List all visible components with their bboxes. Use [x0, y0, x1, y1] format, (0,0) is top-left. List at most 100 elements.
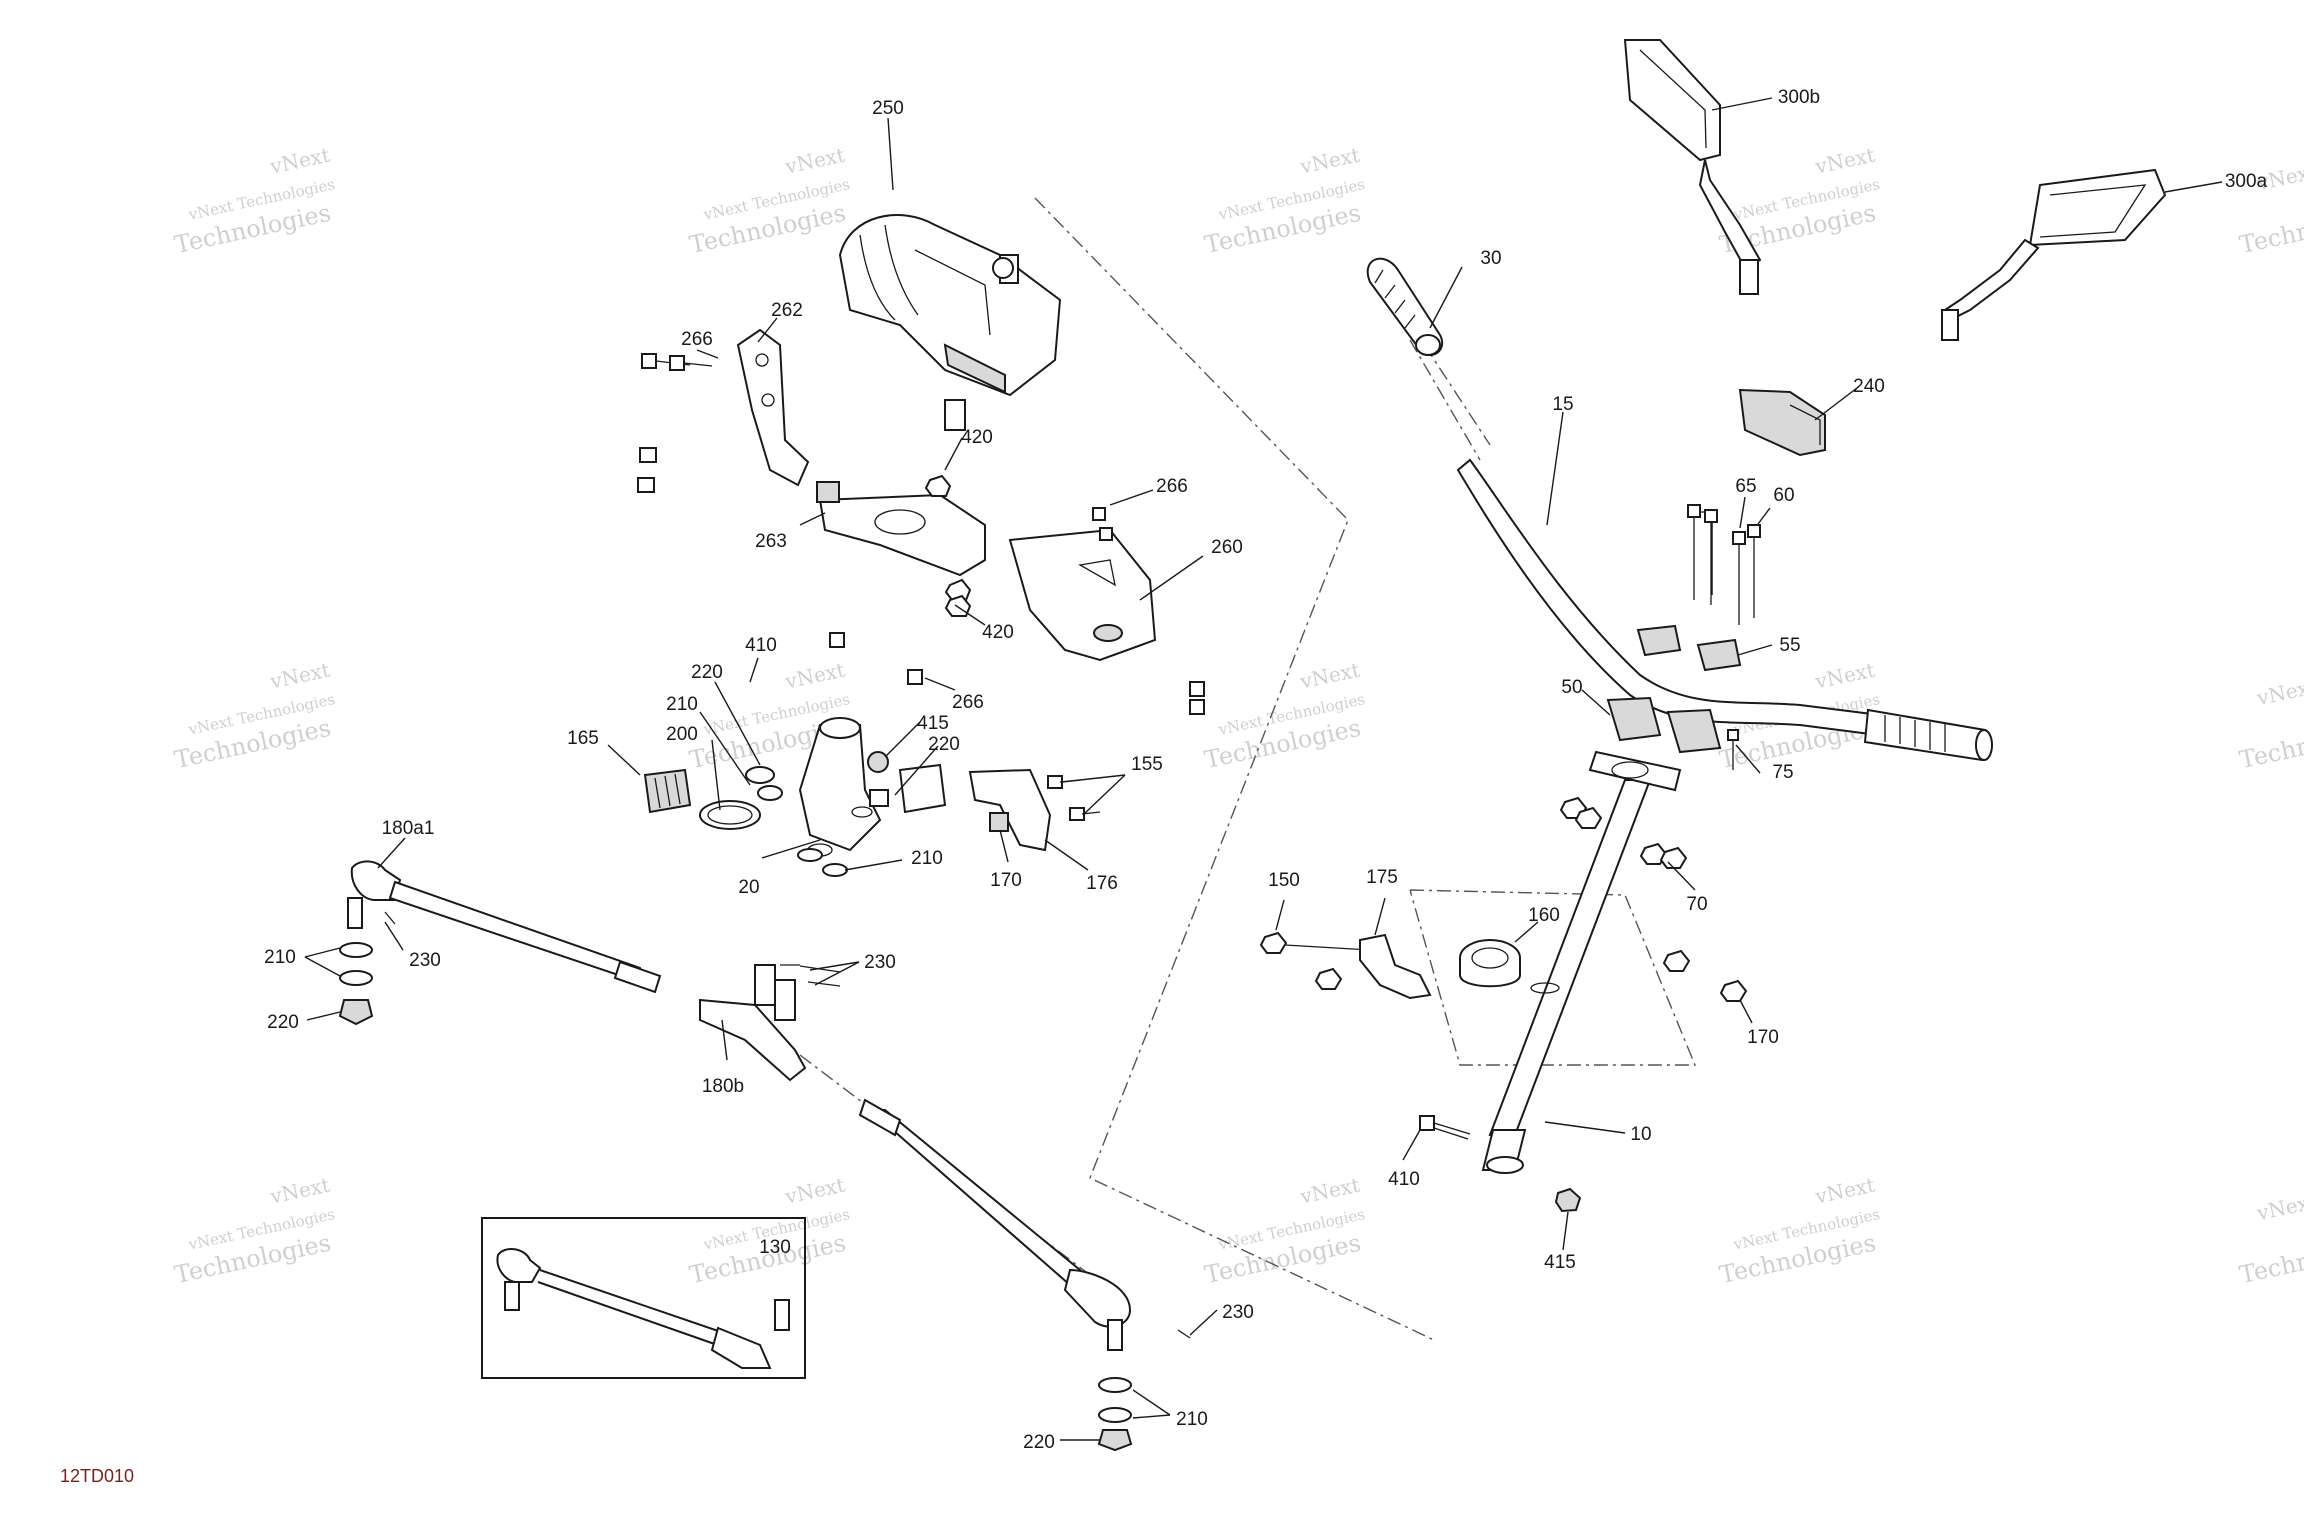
- callout-210: 210: [911, 848, 943, 869]
- watermark-text: vNext: [1812, 658, 1877, 694]
- watermark-tile: vNext vNext Technologies Technologies: [687, 143, 851, 260]
- handlebar: [1456, 458, 1993, 762]
- watermark-text: vNext: [2254, 1189, 2304, 1225]
- steering-assembly-boundary: [1034, 197, 1435, 1341]
- callout-labels: 250 266 262 420 266 263 260 420 410 220 …: [264, 87, 2267, 1453]
- bolt-150: [1259, 931, 1371, 954]
- bolt-75: [1727, 729, 1739, 770]
- callout-155: 155: [1131, 754, 1163, 775]
- power-steering-unit: [838, 214, 1062, 431]
- callout-210: 210: [1176, 1409, 1208, 1430]
- watermark-text: vNext: [2254, 674, 2304, 710]
- callout-50: 50: [1561, 677, 1582, 698]
- watermark-tile: vNext vNext Technologies Technologies: [172, 1173, 336, 1290]
- watermark-text: vNext: [1297, 658, 1362, 694]
- callout-266: 266: [681, 329, 713, 350]
- watermark-text: vNext: [1812, 1173, 1877, 1209]
- tie-rod-right: [858, 1098, 1191, 1452]
- clamp-176: [898, 763, 1052, 852]
- lower-clamps-50: [1606, 696, 1722, 754]
- callout-230: 230: [409, 950, 441, 971]
- upper-clamps-55: [1636, 624, 1742, 672]
- steering-column: [1481, 750, 1682, 1174]
- switch-housing-240: [1738, 388, 1826, 457]
- bolt-group-right: [829, 507, 1205, 715]
- nut-group-70: [1559, 796, 1688, 869]
- callout-20: 20: [738, 877, 759, 898]
- watermark-tile: vNext vNext Technologies Technologies: [1717, 1173, 1881, 1290]
- callout-170: 170: [990, 870, 1022, 891]
- watermark-text: vNext: [782, 143, 847, 179]
- callout-175: 175: [1366, 867, 1398, 888]
- callout-150: 150: [1268, 870, 1300, 891]
- callout-300a: 300a: [2225, 171, 2268, 192]
- nut-group-420: [924, 474, 972, 617]
- callout-220: 220: [267, 1012, 299, 1033]
- callout-70: 70: [1686, 894, 1707, 915]
- washer-group-housing: [745, 766, 889, 877]
- watermark-tile: vNext Technologies: [2237, 159, 2304, 259]
- callout-60: 60: [1773, 485, 1794, 506]
- watermark-layer: vNext vNext Technologies Technologies vN…: [172, 143, 2304, 1290]
- tie-rod-left: [338, 860, 662, 1026]
- callout-170: 170: [1747, 1027, 1779, 1048]
- bolt-group-155: [1047, 775, 1101, 821]
- parts-layer: [338, 39, 2167, 1452]
- callout-300b: 300b: [1778, 87, 1820, 108]
- watermark-tile: vNext Technologies: [2237, 1189, 2304, 1289]
- callout-30: 30: [1480, 248, 1501, 269]
- callout-10: 10: [1630, 1124, 1651, 1145]
- grip-axis: [1409, 339, 1481, 461]
- watermark-text: vNext: [1297, 1173, 1362, 1209]
- callout-220: 220: [1023, 1432, 1055, 1453]
- watermark-tile: vNext Technologies: [2237, 674, 2304, 774]
- callout-415: 415: [917, 713, 949, 734]
- mount-bracket-left: [736, 328, 810, 487]
- callout-220: 220: [691, 662, 723, 683]
- watermark-tile: vNext vNext Technologies Technologies: [1202, 143, 1366, 260]
- callout-165: 165: [567, 728, 599, 749]
- watermark-text: vNext: [782, 1173, 847, 1209]
- watermark-text: vNext: [782, 658, 847, 694]
- watermark-text: Technologies: [2237, 714, 2304, 774]
- callout-180b: 180b: [702, 1076, 744, 1097]
- bolt-group-left: [637, 353, 713, 493]
- callout-410: 410: [1388, 1169, 1420, 1190]
- callout-420: 420: [961, 427, 993, 448]
- bolt-group-65-60: [1687, 504, 1761, 625]
- callout-266: 266: [952, 692, 984, 713]
- o-ring-200: [699, 800, 761, 830]
- callout-65: 65: [1735, 476, 1756, 497]
- callout-420: 420: [982, 622, 1014, 643]
- grommet-160: [1459, 939, 1521, 988]
- watermark-tile: vNext vNext Technologies Technologies: [172, 143, 336, 260]
- watermark-tile: vNext vNext Technologies Technologies: [172, 658, 336, 775]
- callout-160: 160: [1528, 905, 1560, 926]
- right-bracket: [1008, 528, 1157, 662]
- callout-260: 260: [1211, 537, 1243, 558]
- callout-55: 55: [1779, 635, 1800, 656]
- callout-220: 220: [928, 734, 960, 755]
- inset-frame: [481, 1217, 806, 1379]
- nut-415-housing: [867, 751, 889, 773]
- mirror-300b: [1623, 39, 1762, 295]
- nut-415-lower: [1554, 1187, 1582, 1213]
- mirror-300a: [1941, 168, 2167, 341]
- callout-266: 266: [1156, 476, 1188, 497]
- callout-250: 250: [872, 98, 904, 119]
- center-joint-180b: [699, 964, 841, 1082]
- watermark-text: vNext: [1297, 143, 1362, 179]
- watermark-text: vNext: [1812, 143, 1877, 179]
- bracket-175: [1314, 933, 1432, 1000]
- callout-210: 210: [666, 694, 698, 715]
- callout-415: 415: [1544, 1252, 1576, 1273]
- callout-230: 230: [1222, 1302, 1254, 1323]
- bolt-410-lower: [1419, 1115, 1471, 1140]
- callout-263: 263: [755, 531, 787, 552]
- watermark-text: vNext: [267, 658, 332, 694]
- main-bracket: [816, 481, 986, 577]
- watermark-text: vNext: [267, 1173, 332, 1209]
- callout-180a1: 180a1: [382, 818, 435, 839]
- bracket-group-boundary: [1409, 889, 1697, 1066]
